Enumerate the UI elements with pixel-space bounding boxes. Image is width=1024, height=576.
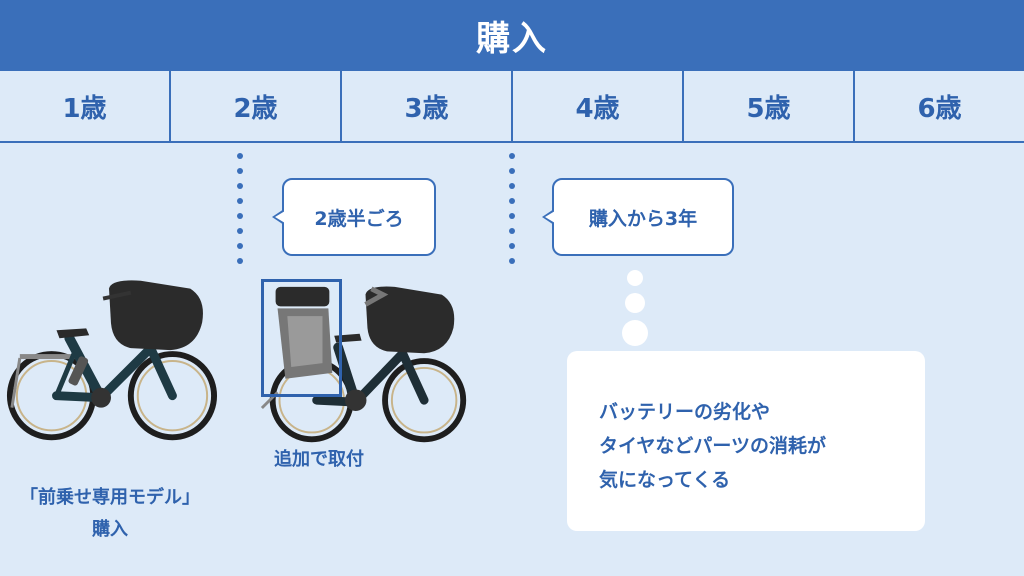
- speech-bubble-age2: 2歳半ごろ: [272, 178, 436, 256]
- thought-dot-medium: [625, 293, 645, 313]
- speech-bubble-age4-text: 購入から3年: [588, 207, 698, 230]
- age-6: 6歳: [917, 93, 962, 124]
- rear-seat-highlight-frame: [261, 279, 342, 397]
- speech-bubble-age4: 購入から3年: [542, 178, 734, 256]
- header-bar: 購入: [0, 0, 1024, 70]
- age-timeline: 1歳 2歳 3歳 4歳 5歳 6歳: [0, 70, 1024, 143]
- age-2: 2歳: [171, 71, 342, 141]
- thought-line-2: タイヤなどパーツの消耗が: [599, 435, 827, 457]
- dotted-marker-age2: [237, 153, 243, 264]
- bicycle-front-rear-seat-icon: [260, 286, 467, 443]
- caption-front-seat-model-line2: 購入: [92, 519, 128, 540]
- caption-front-seat-model-line1: 「前乗せ専用モデル」: [20, 487, 200, 508]
- thought-line-3: 気になってくる: [599, 469, 731, 491]
- thought-line-1: バッテリーの劣化や: [599, 401, 771, 423]
- age-3: 3歳: [342, 71, 513, 141]
- caption-rear-seat-added: 追加で取付: [274, 449, 364, 470]
- bicycle-front-seat-icon: [6, 280, 218, 441]
- age-5: 5歳: [684, 71, 855, 141]
- header-title: 購入: [476, 18, 548, 59]
- age-4: 4歳: [513, 71, 684, 141]
- thought-dot-large: [622, 320, 648, 346]
- speech-bubble-age2-text: 2歳半ごろ: [314, 207, 404, 230]
- age-1: 1歳: [0, 71, 171, 141]
- caption-front-seat-model: 「前乗せ専用モデル」 購入: [0, 482, 220, 546]
- dotted-marker-age4: [509, 153, 515, 264]
- thought-dot-small: [627, 270, 643, 286]
- thought-box: バッテリーの劣化や タイヤなどパーツの消耗が 気になってくる: [567, 351, 925, 531]
